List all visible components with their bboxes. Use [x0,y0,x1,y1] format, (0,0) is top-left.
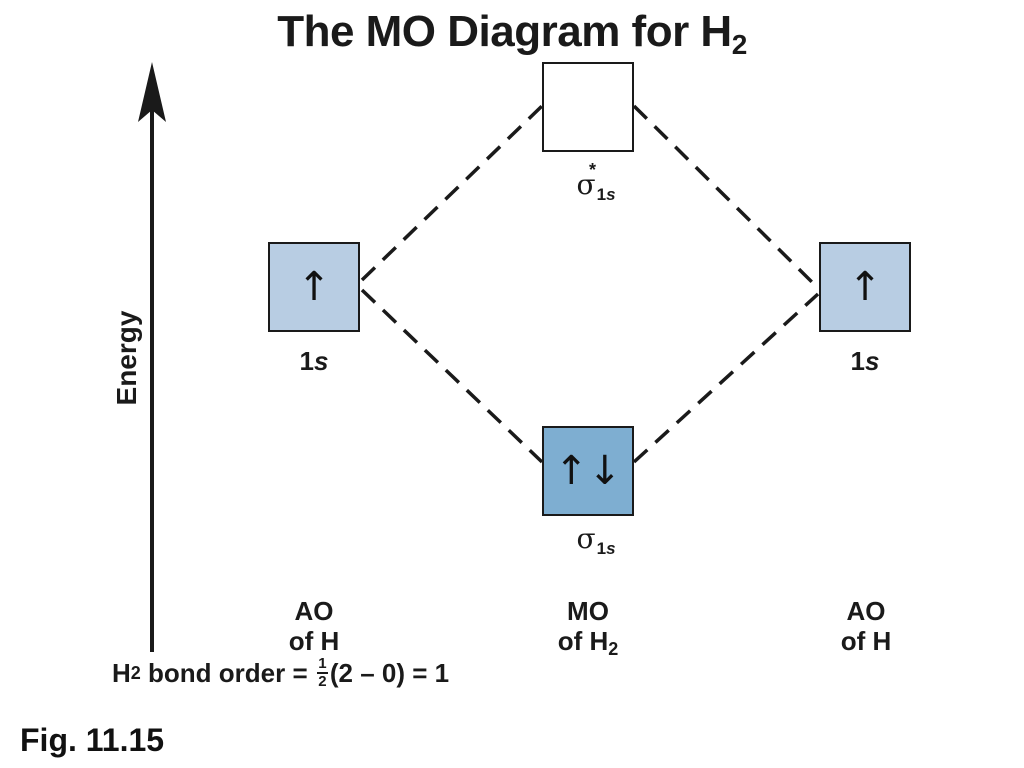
bond-order-text2: (2 – 0) = 1 [329,657,450,688]
bond-order-text1: bond order = [140,657,315,688]
column-label-middle: MO of H2 [528,596,648,659]
energy-axis-label: Energy [111,310,142,406]
left-ao-label-number: 1 [299,346,314,376]
column-right-line2: of H [840,626,892,656]
left-ao-orbital-box: ↑ [268,242,360,332]
sigma-bonding-electrons: ↑↓ [554,448,622,494]
sigma-bonding-symbol: σ [576,522,596,555]
connector-sigma-bonding-to-right-ao [632,292,820,464]
column-middle-line2-sub: 2 [608,639,619,659]
column-left-line2: of H [288,626,340,656]
column-middle-line1: MO [567,596,609,626]
connector-left-ao-to-sigma-star [360,104,544,282]
sigma-bonding-sub-letter: s [606,539,616,558]
left-ao-electrons: ↑ [297,264,331,310]
sigma-star-superscript: * [589,160,597,180]
bond-order-frac-den: 2 [318,673,327,690]
sigma-bonding-orbital-box: ↑↓ [542,426,634,516]
right-ao-orbital-box: ↑ [819,242,911,332]
bond-order-frac-num: 1 [318,655,327,672]
figure-label: Fig. 11.15 [20,722,165,758]
right-ao-label-letter: s [865,346,880,376]
sigma-bonding-label: σ1s [566,522,626,559]
column-middle-line2: of H [557,626,609,656]
column-right-line1: AO [846,596,886,626]
energy-axis-arrowhead [138,62,166,122]
page-title: The MO Diagram for H2 [0,4,1024,60]
connector-left-ao-to-sigma-bonding [360,288,544,464]
bond-order-prefix: H [112,657,131,688]
left-ao-label: 1s [268,346,360,376]
column-label-left: AO of H [254,596,374,656]
title-subscript: 2 [731,29,748,60]
sigma-star-orbital-box [542,62,634,152]
sigma-star-sub-letter: s [606,185,616,204]
right-ao-electrons: ↑ [848,264,882,310]
sigma-star-symbol: σ [576,168,596,201]
right-ao-label: 1s [819,346,911,376]
column-label-right: AO of H [806,596,926,656]
connector-sigma-star-to-right-ao [632,104,820,290]
sigma-star-sub-number: 1 [596,185,607,204]
left-ao-label-letter: s [314,346,329,376]
sigma-star-label: σ* 1s [566,160,626,205]
right-ao-label-number: 1 [850,346,865,376]
title-text: The MO Diagram for H [277,7,732,56]
column-left-line1: AO [294,596,334,626]
sigma-bonding-sub-number: 1 [596,539,607,558]
